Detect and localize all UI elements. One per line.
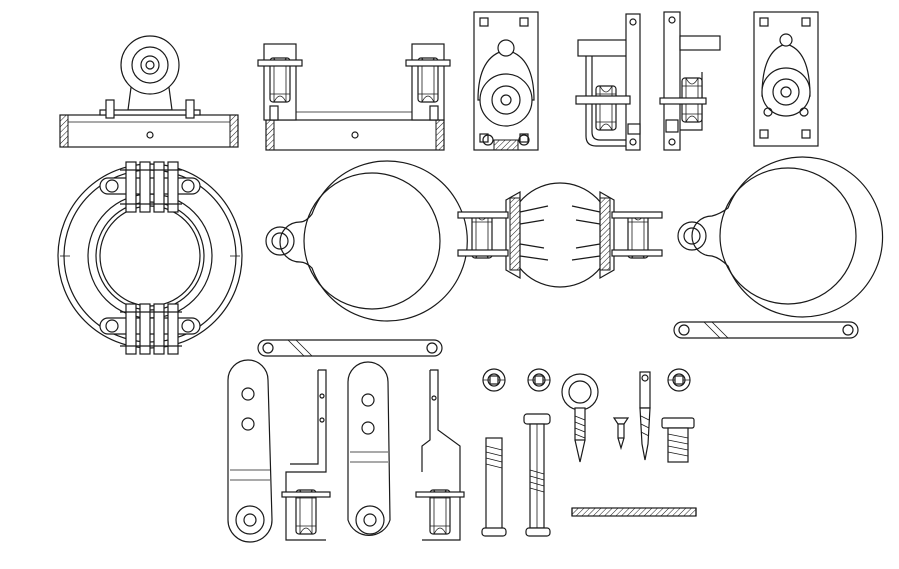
wood-screw-long: [639, 371, 651, 461]
link-bar-right: [673, 321, 859, 339]
double-pulley-base-assembly: [257, 43, 451, 151]
hex-bolt-short: [661, 417, 695, 463]
washer-top-view-1: [482, 368, 506, 392]
plate-mounted-pulley-rear: [753, 11, 819, 147]
plate-mounted-pulley-front: [473, 11, 539, 151]
carriage-bolt-left: [481, 437, 507, 537]
pulley-arm-side-right: [415, 369, 465, 541]
single-pulley-base-assembly: [59, 35, 239, 148]
pulley-side-view-left: [575, 13, 641, 151]
carriage-bolt-right: [523, 413, 551, 537]
pulley-arm-front-right: [347, 361, 391, 536]
wood-screw-small: [612, 417, 630, 451]
threaded-rod: [571, 507, 697, 517]
washer-top-view-3: [667, 368, 691, 392]
eye-screw: [561, 373, 599, 463]
eyelet-ring-right: [677, 156, 884, 318]
ring-with-twin-pulleys: [57, 161, 243, 355]
pulley-arm-front-left: [227, 359, 273, 543]
pulley-side-view-right: [659, 11, 721, 151]
link-bar-left: [257, 339, 443, 357]
washer-top-view-2: [527, 368, 551, 392]
eyelet-ring-left: [265, 160, 468, 322]
pulley-arm-side-left: [281, 369, 331, 541]
ball-pulley-connector: [457, 182, 663, 288]
